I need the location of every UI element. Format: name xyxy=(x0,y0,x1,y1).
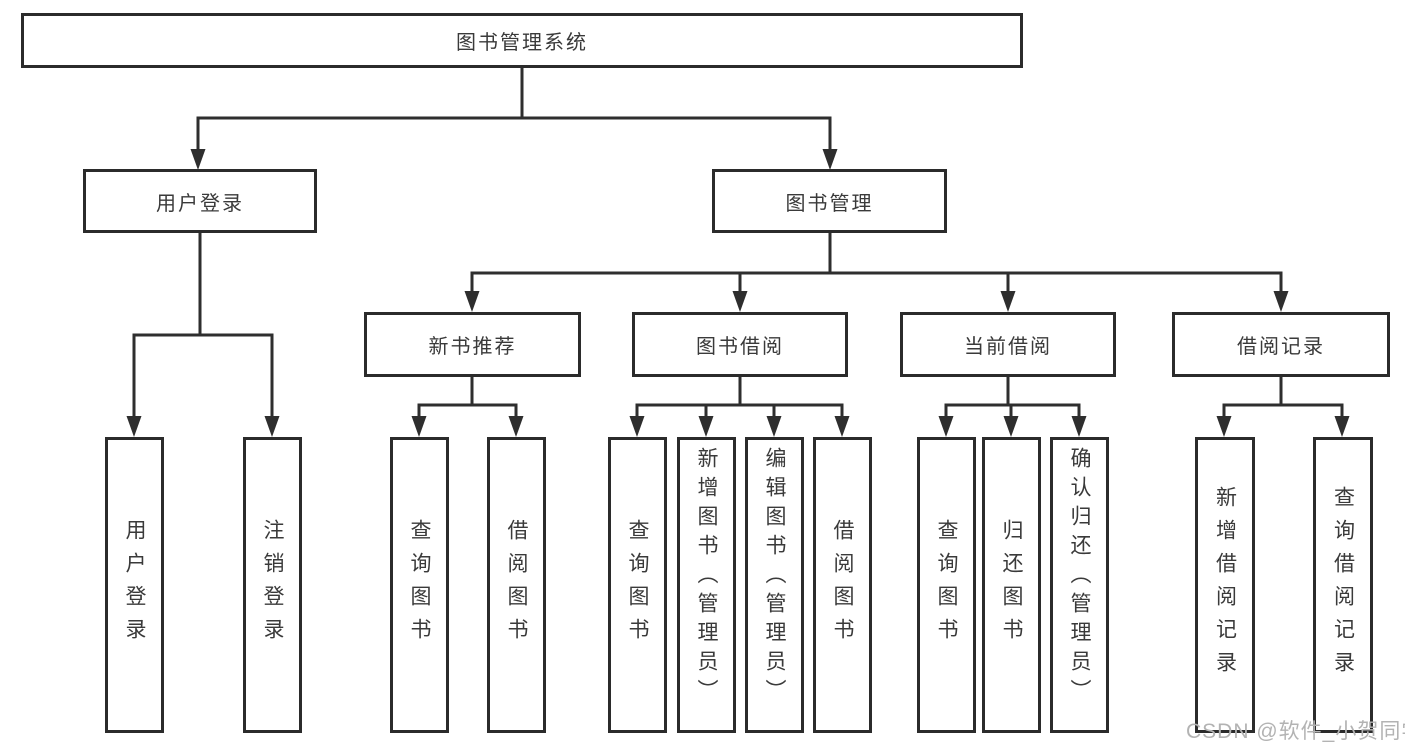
node-current-borrow-label: 当前借阅 xyxy=(964,336,1052,358)
node-book-management-label: 图书管理 xyxy=(785,192,874,215)
node-root-label: 图书管理系统 xyxy=(456,32,588,54)
node-current-borrow: 当前借阅 xyxy=(900,312,1116,377)
node-user-login: 用户登录 xyxy=(83,169,317,233)
leaf-borrow-add-admin: 新增图书（管理员） xyxy=(677,437,736,733)
node-user-login-label: 用户登录 xyxy=(156,192,244,215)
leaf-current-query-label: 查询图书 xyxy=(935,519,958,651)
leaf-borrow-edit-admin: 编辑图书（管理员） xyxy=(745,437,804,733)
node-root-library-system: 图书管理系统 xyxy=(21,13,1023,68)
leaf-current-confirm-admin-label: 确认归还（管理员） xyxy=(1068,447,1091,708)
leaf-current-return: 归还图书 xyxy=(982,437,1041,733)
leaf-records-query: 查询借阅记录 xyxy=(1313,437,1373,733)
leaf-newbook-query: 查询图书 xyxy=(390,437,449,733)
leaf-records-add-label: 新增借阅记录 xyxy=(1213,486,1237,684)
leaf-records-query-label: 查询借阅记录 xyxy=(1331,486,1355,684)
node-borrow-records-label: 借阅记录 xyxy=(1237,336,1325,358)
leaf-borrow-query-label: 查询图书 xyxy=(626,519,649,651)
node-new-book-recommend: 新书推荐 xyxy=(364,312,581,377)
node-new-book-recommend-label: 新书推荐 xyxy=(428,336,517,358)
leaf-records-add: 新增借阅记录 xyxy=(1195,437,1255,733)
leaf-newbook-query-label: 查询图书 xyxy=(408,519,431,651)
watermark: CSDN @软件_小贺同学 xyxy=(1186,720,1405,743)
leaf-borrow-edit-admin-label: 编辑图书（管理员） xyxy=(763,447,786,708)
leaf-borrow-borrow-label: 借阅图书 xyxy=(831,519,854,651)
leaf-current-confirm-admin: 确认归还（管理员） xyxy=(1050,437,1109,733)
node-borrow-records: 借阅记录 xyxy=(1172,312,1390,377)
leaf-borrow-query: 查询图书 xyxy=(608,437,667,733)
leaf-logout-login-label: 注销登录 xyxy=(261,519,284,651)
leaf-newbook-borrow: 借阅图书 xyxy=(487,437,546,733)
leaf-user-login: 用户登录 xyxy=(105,437,164,733)
leaf-borrow-add-admin-label: 新增图书（管理员） xyxy=(695,447,718,708)
leaf-current-return-label: 归还图书 xyxy=(1000,519,1023,651)
node-book-borrow-label: 图书借阅 xyxy=(696,336,784,358)
leaf-current-query: 查询图书 xyxy=(917,437,976,733)
leaf-borrow-borrow: 借阅图书 xyxy=(813,437,872,733)
leaf-logout-login: 注销登录 xyxy=(243,437,302,733)
node-book-borrow: 图书借阅 xyxy=(632,312,848,377)
node-book-management: 图书管理 xyxy=(712,169,947,233)
leaf-newbook-borrow-label: 借阅图书 xyxy=(505,519,528,651)
leaf-user-login-label: 用户登录 xyxy=(123,519,146,651)
